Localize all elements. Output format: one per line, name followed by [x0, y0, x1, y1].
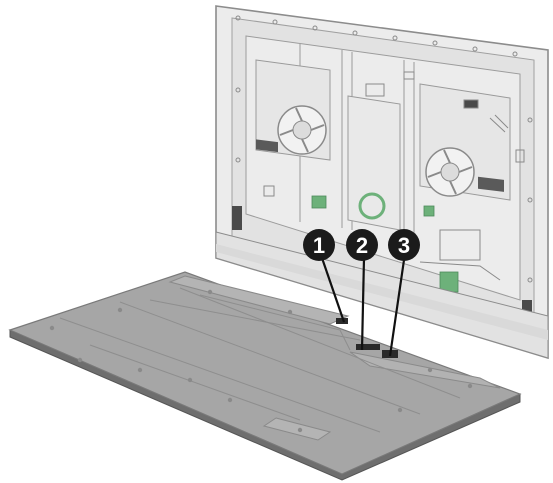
callout-2-label: 2 [356, 233, 368, 258]
callout-1-label: 1 [313, 233, 325, 258]
callout-2: 2 [346, 229, 378, 261]
left-fan [256, 60, 330, 160]
callout-3: 3 [388, 229, 420, 261]
callout-3-label: 3 [398, 233, 410, 258]
callout-1: 1 [303, 229, 335, 261]
center-bracket [348, 84, 400, 230]
